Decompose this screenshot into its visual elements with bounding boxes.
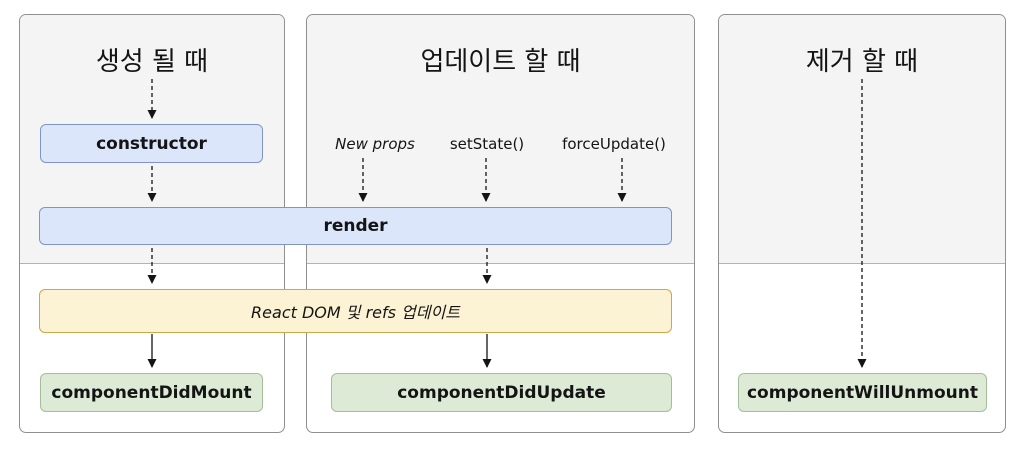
trigger-set-state: setState() bbox=[449, 135, 525, 153]
panel-unmounting: 제거 할 때 bbox=[718, 14, 1006, 433]
mounting-title: 생성 될 때 bbox=[95, 47, 209, 77]
render-box: render bbox=[39, 207, 672, 245]
component-did-update-box: componentDidUpdate bbox=[331, 373, 672, 412]
trigger-new-props: New props bbox=[335, 135, 415, 153]
component-did-mount-box: componentDidMount bbox=[40, 373, 263, 412]
component-will-unmount-box: componentWillUnmount bbox=[738, 373, 987, 412]
react-dom-refs-update-box: React DOM 및 refs 업데이트 bbox=[39, 289, 672, 333]
updating-title: 업데이트 할 때 bbox=[420, 47, 581, 77]
trigger-force-update: forceUpdate() bbox=[562, 135, 666, 153]
unmounting-title: 제거 할 때 bbox=[805, 47, 919, 77]
constructor-box: constructor bbox=[40, 124, 263, 163]
